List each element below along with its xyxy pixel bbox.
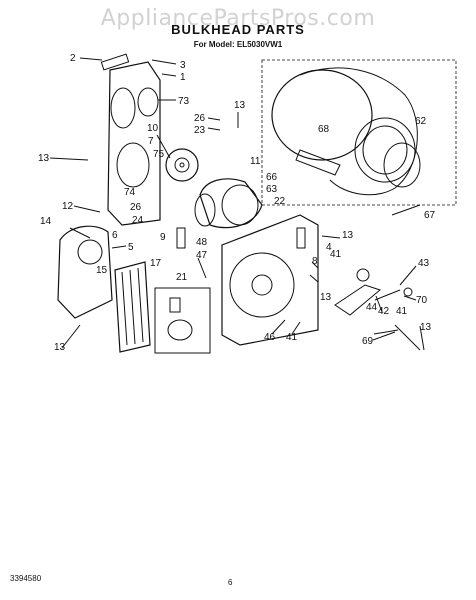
drum-box-outline [261,59,457,206]
page-title: BULKHEAD PARTS [171,22,305,37]
model-subtitle: For Model: EL5030VW1 [193,40,283,49]
callout-13-center: 13 [320,292,332,303]
callout-69: 69 [362,336,374,347]
callout-48: 48 [196,237,208,248]
wire-harness-part [167,319,193,341]
callout-24: 24 [132,215,144,226]
callout-15: 15 [96,265,108,276]
seal-ring-part [137,87,159,117]
callout-68: 68 [318,124,330,135]
callout-13-top: 13 [234,100,246,111]
watermark: AppliancePartsPros.com [100,6,376,31]
document-number: 3394580 [10,574,42,583]
callout-74: 74 [124,187,136,198]
callout-6: 6 [112,230,118,241]
callout-13-bottom: 13 [54,342,66,353]
callout-8: 8 [312,256,318,267]
callout-9: 9 [160,232,166,243]
callout-2: 2 [70,53,76,64]
drum-ring-part [383,142,421,188]
callout-66: 66 [266,172,278,183]
callout-1: 1 [180,72,186,83]
callout-13-right: 13 [342,230,354,241]
blower-wheel-part [165,148,199,182]
callout-70: 70 [416,295,428,306]
callout-41-upper: 41 [330,249,342,260]
rear-bulkhead-part [221,214,319,346]
callout-13-left: 13 [38,153,50,164]
callout-41-lower: 41 [286,332,298,343]
callout-7: 7 [148,136,154,147]
callout-12: 12 [62,201,74,212]
fuse-part [169,297,181,313]
leader-lines [49,57,425,351]
callout-13-far-right: 13 [420,322,432,333]
callout-44: 44 [366,302,378,313]
page-number: 6 [228,578,233,587]
callout-5: 5 [128,242,134,253]
callout-4: 4 [326,242,332,253]
callout-21: 21 [176,272,188,283]
bracket-left-part [176,227,186,249]
callout-14: 14 [40,216,52,227]
bracket-right-part [296,227,306,249]
callout-46: 46 [264,332,276,343]
heating-element-part [114,261,151,353]
callout-43: 43 [418,258,430,269]
drum-part [271,67,418,196]
callout-26-mid: 26 [130,202,142,213]
callout-73: 73 [178,96,190,107]
callout-41-right: 41 [396,306,408,317]
callout-10: 10 [147,123,159,134]
harness-box-outline [154,287,211,354]
callout-26-top: 26 [194,113,206,124]
callout-62: 62 [415,116,427,127]
callout-11: 11 [250,156,261,167]
callout-42: 42 [378,306,390,317]
callout-63: 63 [266,184,278,195]
callout-labels: 2 3 1 73 26 23 13 10 7 75 11 68 62 66 63… [38,53,436,353]
callout-75: 75 [153,149,165,160]
callout-3: 3 [180,60,186,71]
heater-duct-part [57,225,113,319]
idler-assembly-part [334,268,421,351]
motor-part [194,178,263,229]
callout-22: 22 [274,196,286,207]
front-bulkhead-part [100,53,161,226]
callout-47: 47 [196,250,208,261]
callout-23: 23 [194,125,206,136]
callout-17: 17 [150,258,162,269]
callout-67: 67 [424,210,436,221]
